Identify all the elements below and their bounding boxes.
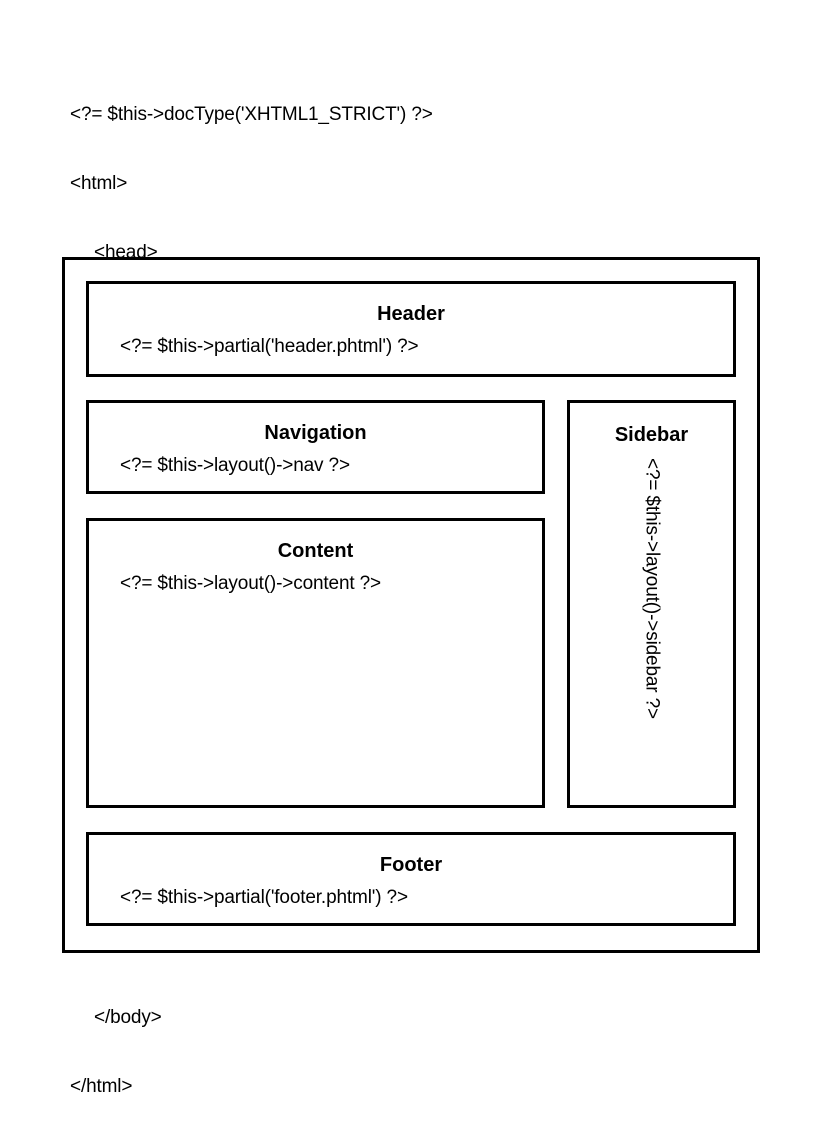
- sidebar-region-title: Sidebar: [614, 424, 689, 446]
- code-line: </html>: [70, 1076, 133, 1097]
- navigation-region-title: Navigation: [264, 422, 367, 444]
- sidebar-region-code: <?= $this->layout()->sidebar ?>: [641, 458, 662, 719]
- sidebar-region-code-wrapper: <?= $this->layout()->sidebar ?>: [570, 458, 733, 798]
- navigation-region-box: Navigation <?= $this->layout()->nav ?>: [86, 400, 545, 494]
- header-region-box: Header <?= $this->partial('header.phtml'…: [86, 281, 736, 377]
- content-region-code: <?= $this->layout()->content ?>: [120, 573, 381, 594]
- sidebar-region-box: Sidebar <?= $this->layout()->sidebar ?>: [567, 400, 736, 808]
- header-region-title: Header: [377, 303, 445, 325]
- diagram-canvas: <?= $this->docType('XHTML1_STRICT') ?> <…: [62, 104, 760, 1097]
- code-line: </body>: [94, 1007, 162, 1028]
- content-region-box: Content <?= $this->layout()->content ?>: [86, 518, 545, 808]
- code-listing-bottom: </body> </html>: [70, 960, 162, 1144]
- header-region-code: <?= $this->partial('header.phtml') ?>: [120, 336, 419, 357]
- code-line: <html>: [70, 173, 128, 194]
- footer-region-title: Footer: [379, 854, 443, 876]
- footer-region-box: Footer <?= $this->partial('footer.phtml'…: [86, 832, 736, 926]
- code-line: <?= $this->docType('XHTML1_STRICT') ?>: [70, 104, 433, 125]
- navigation-region-code: <?= $this->layout()->nav ?>: [120, 455, 350, 476]
- footer-region-code: <?= $this->partial('footer.phtml') ?>: [120, 887, 408, 908]
- content-region-title: Content: [277, 540, 354, 562]
